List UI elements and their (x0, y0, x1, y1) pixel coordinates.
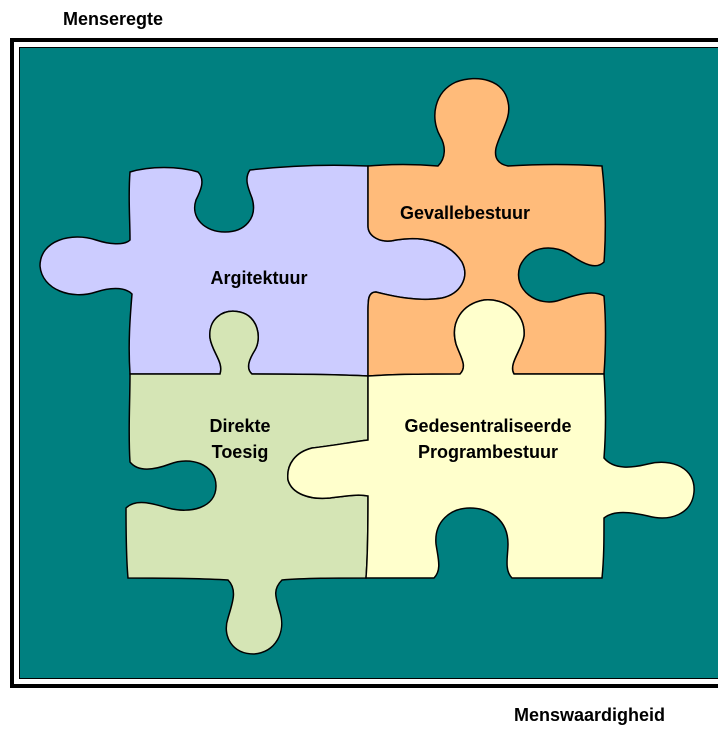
top-title: Menseregte (63, 9, 164, 29)
piece-gevallebestuur (367, 77, 607, 377)
piece-programbestuur (287, 299, 695, 579)
label-argitektuur: Argitektuur (210, 268, 307, 288)
bottom-title: Menswaardigheid (514, 705, 666, 725)
label-programbestuur: Programbestuur (418, 442, 558, 462)
label-toesig: Toesig (212, 442, 269, 462)
piece-direkte-toesig (125, 310, 369, 655)
label-gedesentraliseerde: Gedesentraliseerde (404, 416, 571, 436)
label-gevallebestuur: Gevallebestuur (400, 203, 530, 223)
label-direkte: Direkte (209, 416, 270, 436)
